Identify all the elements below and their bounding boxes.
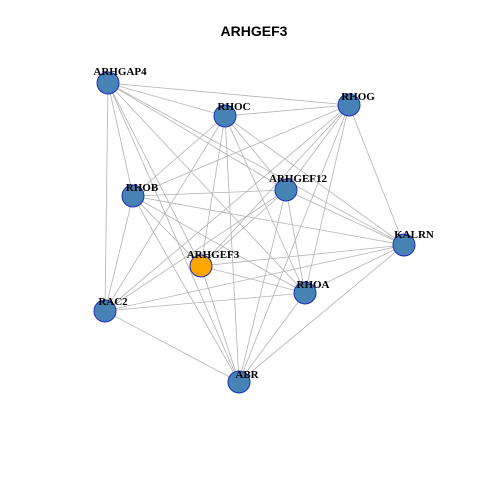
- node-circle-rac2: [93, 299, 117, 323]
- node-label-kalrn: KALRN: [394, 229, 434, 241]
- edge-rhoc-arhgef12: [224, 115, 287, 191]
- edge-arhgap4-rhoc: [107, 82, 226, 117]
- edge-rhog-arhgef12: [285, 104, 350, 191]
- node-circle-rhoc: [213, 104, 237, 128]
- node-rhob: RHOB: [121, 182, 159, 208]
- edge-rac2-abr: [104, 310, 240, 383]
- node-circle-arhgef12: [274, 178, 298, 202]
- edge-kalrn-abr: [238, 244, 405, 383]
- node-arhgef12: ARHGEF12: [269, 173, 328, 202]
- edge-rhob-abr: [132, 195, 240, 383]
- edge-rhoc-rac2: [104, 115, 226, 312]
- edge-rhoc-abr: [224, 115, 240, 383]
- edge-rhob-rhoa: [132, 195, 306, 294]
- node-circle-arhgap4: [96, 71, 120, 95]
- edge-rhoa-rac2: [104, 292, 306, 312]
- node-label-arhgef12: ARHGEF12: [269, 173, 328, 185]
- node-rhoc: RHOC: [213, 101, 251, 128]
- node-label-arhgef3: ARHGEF3: [187, 249, 240, 261]
- edge-arhgef12-abr: [238, 189, 287, 383]
- edge-rhog-rac2: [104, 104, 350, 312]
- node-label-arhgap4: ARHGAP4: [93, 66, 147, 78]
- node-circle-kalrn: [392, 233, 416, 257]
- edge-rhog-rhob: [132, 104, 350, 197]
- edge-arhgef12-kalrn: [285, 189, 405, 246]
- edge-rhoc-kalrn: [224, 115, 405, 246]
- node-label-rhoc: RHOC: [218, 101, 251, 113]
- edge-rhoc-arhgef3: [200, 115, 226, 267]
- edge-arhgap4-arhgef12: [107, 82, 287, 191]
- edge-arhgap4-arhgef3: [107, 82, 202, 267]
- node-label-rhoa: RHOA: [297, 279, 330, 291]
- node-circle-rhob: [121, 184, 145, 208]
- edge-rhoa-abr: [238, 292, 306, 383]
- node-circle-rhoa: [293, 281, 317, 305]
- edge-arhgef3-abr: [200, 265, 240, 383]
- node-rhog: RHOG: [337, 91, 375, 117]
- edge-arhgef3-rhoa: [200, 265, 306, 294]
- edge-arhgap4-abr: [107, 82, 240, 383]
- edge-arhgap4-rac2: [104, 82, 109, 312]
- node-label-rhog: RHOG: [341, 91, 375, 103]
- edge-rhob-rac2: [104, 195, 134, 312]
- edge-arhgef12-rhoa: [285, 189, 306, 294]
- node-arhgap4: ARHGAP4: [93, 66, 147, 95]
- edge-arhgef12-arhgef3: [200, 189, 287, 267]
- edge-rhog-kalrn: [348, 104, 405, 246]
- edge-rhob-kalrn: [132, 195, 405, 246]
- node-rhoa: RHOA: [293, 279, 330, 305]
- node-abr: ABR: [227, 369, 260, 394]
- edge-rhoc-rhog: [224, 104, 350, 117]
- edge-arhgap4-rhob: [107, 82, 134, 197]
- node-label-abr: ABR: [235, 369, 259, 381]
- edge-arhgap4-rhog: [107, 82, 350, 106]
- edge-kalrn-arhgef3: [200, 244, 405, 267]
- node-kalrn: KALRN: [392, 229, 434, 257]
- edge-rhoc-rhob: [132, 115, 226, 197]
- edge-layer: [104, 82, 405, 383]
- diagram-title: ARHGEF3: [221, 23, 288, 39]
- node-circle-rhog: [337, 93, 361, 117]
- node-arhgef3: ARHGEF3: [187, 249, 240, 278]
- node-label-rhob: RHOB: [126, 182, 159, 194]
- node-rac2: RAC2: [93, 296, 128, 323]
- node-circle-abr: [227, 370, 251, 394]
- edge-kalrn-rac2: [104, 244, 405, 312]
- edge-rhog-abr: [238, 104, 350, 383]
- edge-rhob-arhgef12: [132, 189, 287, 197]
- edge-arhgap4-rhoa: [107, 82, 306, 294]
- edge-arhgef12-rac2: [104, 189, 287, 312]
- node-circle-arhgef3: [189, 254, 213, 278]
- edge-arhgap4-kalrn: [107, 82, 405, 246]
- edge-rhog-rhoa: [304, 104, 350, 294]
- edge-rhog-arhgef3: [200, 104, 350, 267]
- node-label-rac2: RAC2: [98, 296, 128, 308]
- edge-kalrn-rhoa: [304, 244, 405, 294]
